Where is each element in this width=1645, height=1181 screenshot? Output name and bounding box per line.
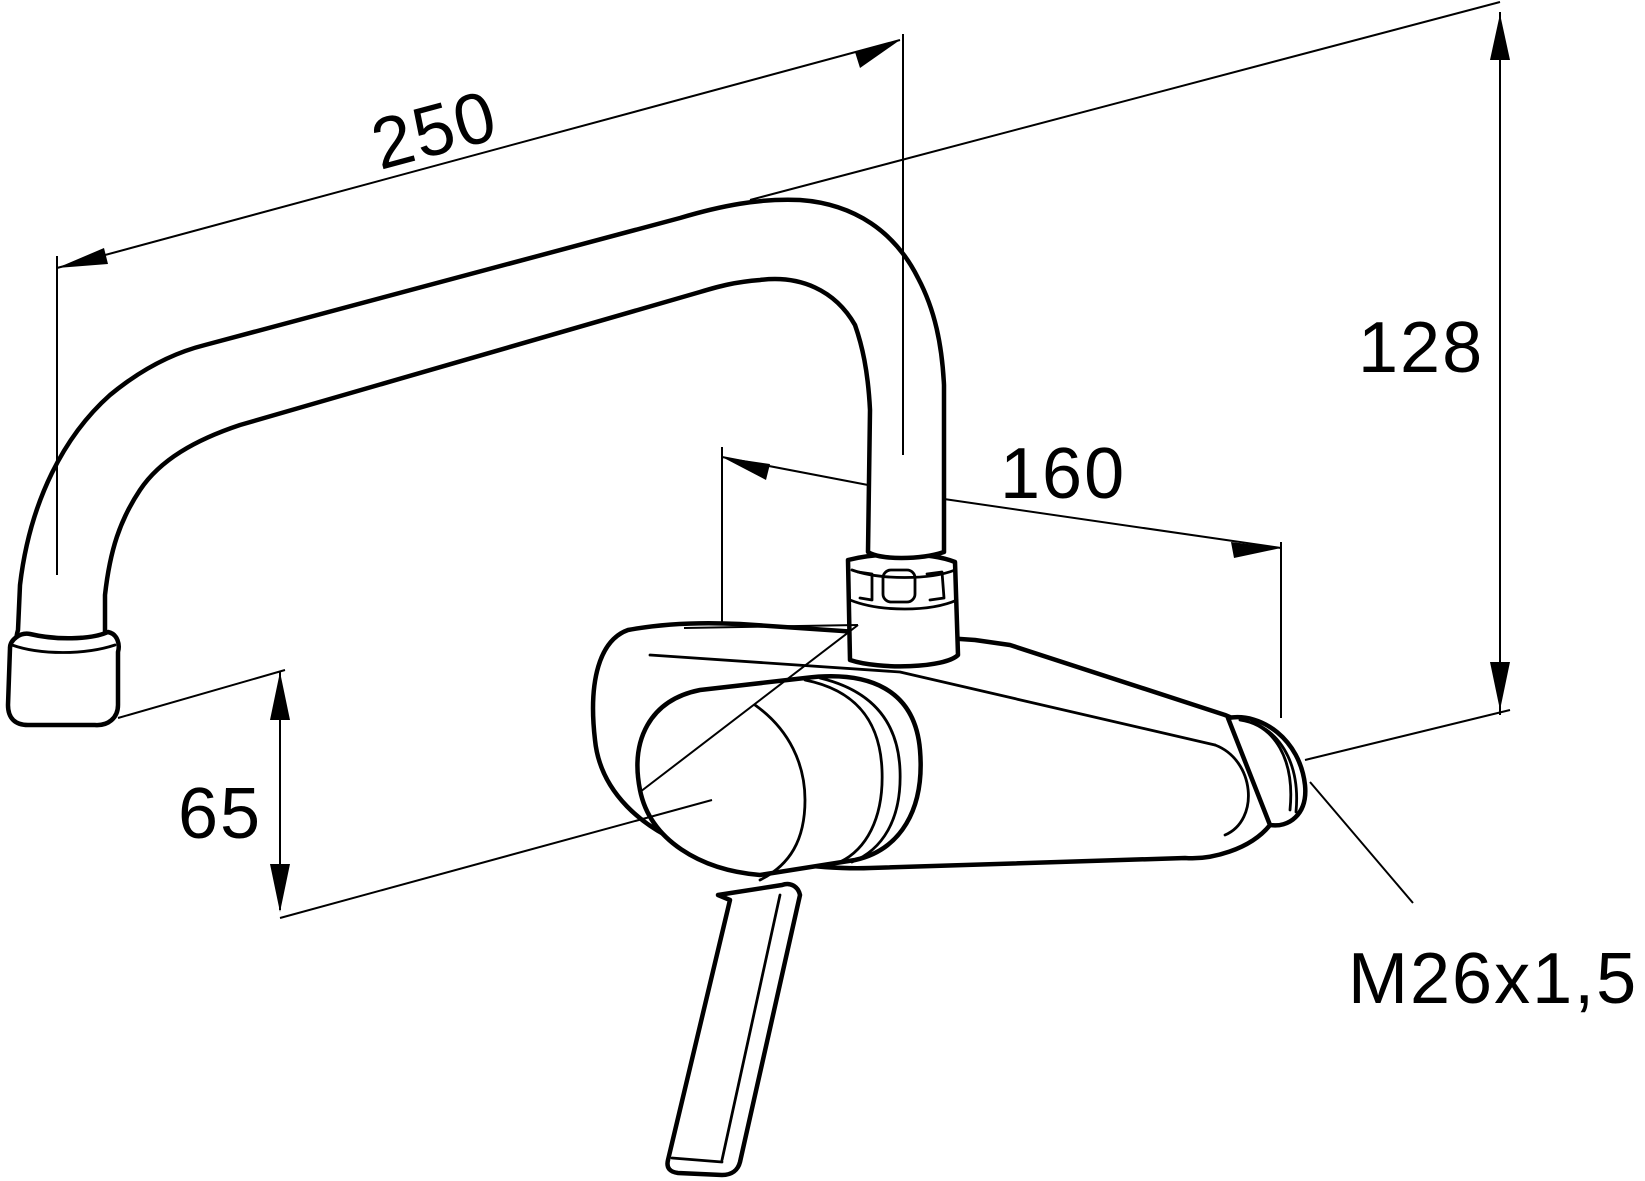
lever-housing [635, 674, 923, 882]
label-250: 250 [363, 76, 506, 186]
spout [5, 197, 947, 728]
arrow-160-right [1231, 542, 1281, 558]
label-128: 128 [1358, 308, 1484, 388]
lever-handle [665, 881, 803, 1178]
arrow-160-left [722, 457, 770, 480]
arrow-128-bottom [1490, 662, 1510, 710]
arrow-250-left [57, 248, 108, 268]
arrow-250-right [855, 40, 900, 68]
label-160: 160 [1000, 434, 1126, 514]
arrow-65-bottom [270, 864, 290, 912]
label-65: 65 [178, 774, 262, 854]
label-thread: M26x1,5 [1348, 939, 1638, 1019]
swivel-nut [845, 551, 961, 669]
dimension-lines [56, 1, 1511, 919]
arrow-65-top [270, 672, 290, 720]
thread-connection [1225, 714, 1308, 828]
arrow-128-top [1490, 14, 1510, 60]
